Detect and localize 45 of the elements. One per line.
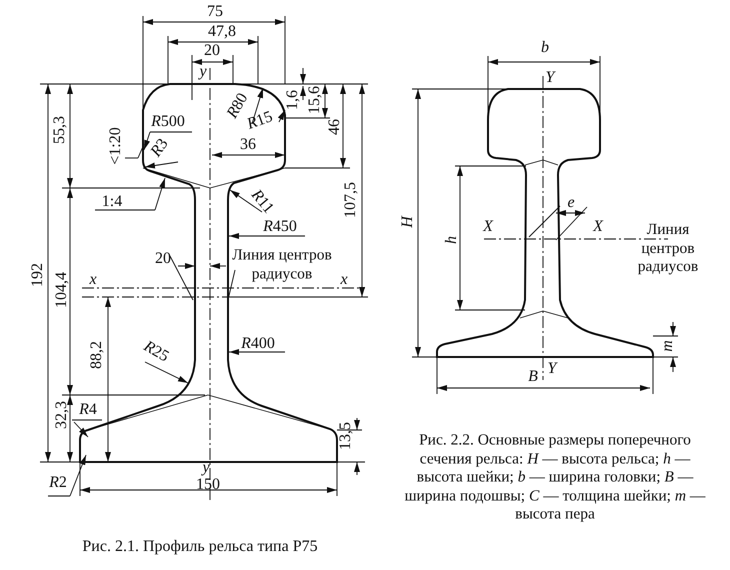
dimension-label: e: [567, 195, 575, 211]
axis-label: X: [483, 219, 493, 235]
dimension-label: b: [541, 40, 549, 56]
note: Линия центров радиусов: [231, 246, 333, 284]
radius-label: R4: [79, 402, 97, 418]
axis-label: Y: [548, 361, 556, 377]
radius-label: R2: [49, 475, 67, 491]
axis-label: x: [89, 272, 97, 288]
axis-label: x: [340, 272, 348, 288]
dimension-value: 104,4: [54, 272, 70, 308]
axis-label: Y: [546, 70, 554, 86]
dimension-value: 88,2: [89, 341, 105, 369]
dimension-value: 55,3: [52, 116, 68, 144]
radius-label: R450: [263, 219, 297, 235]
dimension-value: 20: [204, 43, 220, 59]
radius-label: R25: [140, 338, 172, 366]
radius-label: R3: [148, 136, 172, 160]
dimension-value: 107,5: [343, 182, 359, 218]
dimension-value: 13,5: [338, 422, 354, 450]
dimension-value: 15,6: [307, 86, 323, 114]
dimension-value: 20: [155, 251, 171, 267]
axis-label: X: [593, 219, 603, 235]
dimension-label: H: [400, 216, 416, 228]
dimension-label: B: [528, 369, 538, 385]
dimension-value: 47,8: [208, 24, 236, 40]
dimension-value: 75: [207, 4, 223, 20]
dimension-value: 192: [30, 263, 46, 287]
axis-label: y: [202, 460, 210, 476]
figure-caption: Рис. 2.2. Основные размеры поперечного сечения рельса: H — высота рельса; h — высота шейки; b — ширина головки; B — ширина подошвы; C — толщина шейки; m — высота пера: [404, 432, 706, 524]
radius-label: R400: [241, 336, 275, 352]
dimension-value: 1,6: [285, 90, 301, 110]
slope-label: <1:20: [108, 127, 124, 165]
radius-label: R11: [248, 187, 276, 217]
radius-label: R500: [151, 114, 185, 130]
axis-label: y: [199, 64, 207, 80]
dimension-value: 32,3: [54, 401, 70, 429]
slope-label: 1:4: [102, 194, 122, 210]
dimension-value: 36: [240, 137, 256, 153]
dimension-value: 46: [327, 119, 343, 135]
dimension-label: m: [660, 340, 676, 352]
dimension-label: h: [444, 236, 460, 244]
note: Линия центров радиусов: [636, 221, 700, 277]
dimension-value: 150: [196, 477, 220, 493]
radius-label: R15: [245, 109, 275, 133]
figure-caption: Рис. 2.1. Профиль рельса типа Р75: [82, 539, 318, 555]
